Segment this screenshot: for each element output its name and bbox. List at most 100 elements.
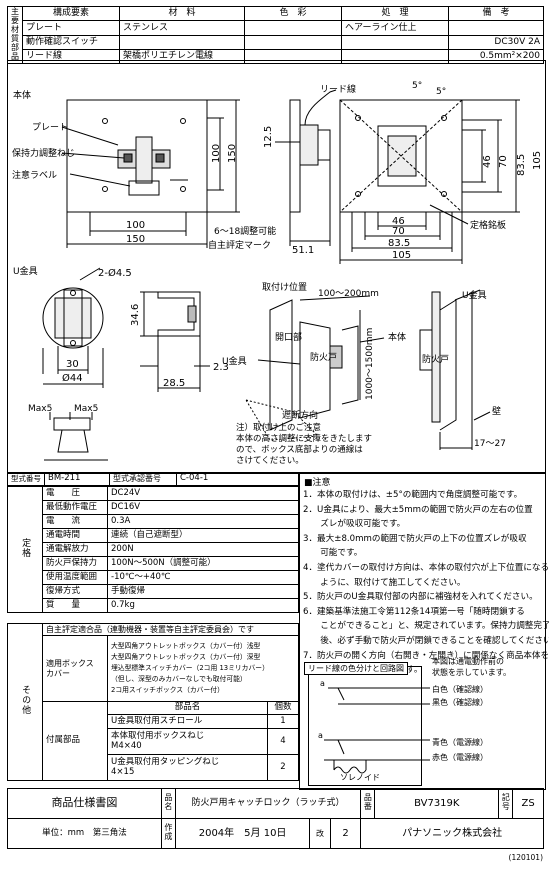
spec-key: 通電解放力 bbox=[42, 542, 108, 557]
wire-blue: 青色（電源線） bbox=[432, 738, 488, 747]
solenoid-label: ソレノイド bbox=[340, 773, 380, 782]
dim-70: 70 bbox=[392, 226, 405, 237]
dim-83-5: 83.5 bbox=[388, 238, 410, 249]
spec-value: -10℃～+40℃ bbox=[107, 570, 299, 585]
spec-value: 連続（自己遮断型） bbox=[107, 528, 299, 543]
body-label: 本体 bbox=[13, 89, 31, 101]
dim-70-vertical: 70 bbox=[498, 155, 509, 168]
note-line: 7．防火戸の開く方向（右開き・左開き）に関係なく商品本体を bbox=[303, 650, 549, 661]
angle-5-a: 5° bbox=[412, 81, 422, 91]
type-no-label: 型式番号 bbox=[7, 472, 45, 486]
ubracket-right-label: U金具 bbox=[462, 289, 487, 301]
body-short-label: 本体 bbox=[388, 331, 406, 343]
angle-5-b: 5° bbox=[436, 87, 446, 97]
lead-wire-label: リード線 bbox=[320, 83, 356, 95]
ubracket-label: U金具 bbox=[13, 265, 38, 277]
range-1000-1500: 1000～1500mm bbox=[365, 328, 375, 400]
note-line: 2．U金具により、最大±5mmの範囲で防火戸の左右の位置 bbox=[303, 504, 533, 515]
rating-plate-label: 定格銘板 bbox=[470, 219, 506, 231]
dim-34-6: 34.6 bbox=[130, 304, 141, 326]
materials-table: 主要材質部品 構成要素 材 料 色 彩 処 理 備 考 プレート ステンレス ヘ… bbox=[7, 5, 544, 65]
parts-header-count: 個数 bbox=[267, 701, 299, 715]
svg-text:a: a bbox=[318, 731, 323, 740]
ubracket-short-label: U金具 bbox=[222, 355, 247, 367]
part-name: U金具取付用タッピングねじ 4×15 bbox=[107, 754, 268, 781]
spec-value: 200N bbox=[107, 542, 299, 557]
max5-right: Max5 bbox=[74, 404, 98, 414]
opening-label: 開口部 bbox=[275, 331, 302, 343]
box-text: 大型四角アウトレットボックス（カバー付）浅型 大型四角アウトレットボックス（カバ… bbox=[107, 635, 299, 702]
caution-note: 注）取付け上のご注意 本体の高さ調整に支障をきたします ので、ボックス底部よりの… bbox=[236, 423, 373, 466]
note-line: ように、取付けて施工してください。 bbox=[303, 577, 466, 588]
other-table: その他 自主評定適合品（連動機器・装置等自主評定委員会）です 適用ボックス カバ… bbox=[7, 623, 299, 781]
spec-table: 型式番号 BM-211 型式承認番号 C-04-1 bbox=[7, 472, 299, 486]
dim-2-3: 2.3 bbox=[213, 362, 229, 373]
dim-30: 30 bbox=[66, 359, 79, 370]
box-label: 適用ボックス カバー bbox=[42, 635, 108, 702]
spec-value: 手動復帰 bbox=[107, 584, 299, 599]
fire-door-label: 防火戸 bbox=[310, 351, 337, 363]
made-date: 2004年 5月 10日 bbox=[174, 818, 311, 849]
approval-value: C-04-1 bbox=[176, 472, 299, 486]
dim-150-vertical: 150 bbox=[227, 144, 238, 163]
plate-label: プレート bbox=[32, 122, 68, 133]
spec-key: 通電時間 bbox=[42, 528, 108, 543]
part-count: 2 bbox=[267, 754, 299, 781]
note-line: 後、必ず手動で防火戸が閉鎖できることを確認してください。 bbox=[303, 635, 549, 646]
circuit-diagram: a a bbox=[318, 679, 430, 774]
note-line: 3．最大±8.0mmの範囲で防火戸の上下の位置ズレが吸収 bbox=[303, 533, 527, 544]
part-count: 1 bbox=[267, 714, 299, 729]
range-100-200: 100～200mm bbox=[318, 289, 379, 299]
gap-label: 17～27 bbox=[474, 439, 506, 449]
dim-46-vertical: 46 bbox=[482, 155, 493, 168]
doc-code: (120101) bbox=[508, 853, 543, 862]
note-line: 4．塗代カバーの取付け方向は、本体の取付穴が上下位置になる bbox=[303, 562, 549, 573]
spec-key: 最低動作電圧 bbox=[42, 500, 108, 515]
approval-label: 型式承認番号 bbox=[109, 472, 177, 486]
dim-51-1: 51.1 bbox=[292, 245, 314, 256]
notes-title: ■注意 bbox=[304, 478, 331, 488]
part-name: U金具取付用スチロール bbox=[107, 714, 268, 729]
symbol-value: ZS bbox=[512, 788, 544, 819]
spec-key: 電 流 bbox=[42, 514, 108, 529]
self-mark-label: 自主評定マーク bbox=[208, 239, 271, 251]
dim-hole: 2-Ø4.5 bbox=[98, 267, 132, 279]
technical-drawing: 本体 プレート 保持力調整ねじ 注意ラベル リード線 6～18調整可能 自主評定… bbox=[12, 81, 543, 461]
spec-key: 電 圧 bbox=[42, 486, 108, 501]
footer-table: 商品仕様書図 品名 防火戸用キャッチロック（ラッチ式） 品番 BV7319K 記… bbox=[7, 788, 544, 849]
spec-key: 使用温度範囲 bbox=[42, 570, 108, 585]
part-count: 4 bbox=[267, 728, 299, 755]
sym-label: 記号 bbox=[498, 788, 514, 819]
dim-12-5: 12.5 bbox=[263, 126, 274, 148]
plate-front-view bbox=[66, 99, 208, 213]
rev-label: 改 bbox=[309, 818, 331, 849]
name-label: 品名 bbox=[160, 788, 176, 819]
max5-left: Max5 bbox=[28, 404, 52, 414]
number-label: 品番 bbox=[360, 788, 376, 819]
dim-46: 46 bbox=[392, 216, 405, 227]
circuit-title: リード線の色分けと回路図 bbox=[304, 662, 408, 675]
dim-100-vertical: 100 bbox=[211, 144, 222, 163]
notes-list: 1．本体の取付けは、±5°の範囲内で角度調整可能です。 2．U金具により、最大±… bbox=[300, 488, 549, 678]
svg-text:a: a bbox=[320, 679, 325, 688]
adjust-screw-label: 保持力調整ねじ bbox=[12, 147, 75, 159]
part-name: 本体取付用ボックスねじ M4×40 bbox=[107, 728, 268, 755]
spec-key: 復帰方式 bbox=[42, 584, 108, 599]
dim-100-front: 100 bbox=[126, 220, 145, 231]
note-line: 可能です。 bbox=[303, 548, 363, 559]
rating-label: 定格 bbox=[7, 486, 43, 613]
spec-value: 0.3A bbox=[107, 514, 299, 529]
type-no-value: BM-211 bbox=[44, 472, 110, 486]
company-name: パナソニック株式会社 bbox=[360, 818, 544, 849]
range-adjust-label: 6～18調整可能 bbox=[214, 225, 276, 237]
note-line: 6．建築基準法施工令第112条14項第一号「随時閉鎖する bbox=[303, 606, 525, 617]
other-label: その他 bbox=[7, 623, 43, 781]
note-line: 1．本体の取付けは、±5°の範囲内で角度調整可能です。 bbox=[303, 490, 523, 500]
wire-black: 黒色（確認線） bbox=[432, 698, 488, 707]
spec-key: 防火戸保持力 bbox=[42, 556, 108, 571]
wall-label: 壁 bbox=[492, 405, 501, 417]
spec-key: 質 量 bbox=[42, 598, 108, 613]
rev-value: 2 bbox=[329, 818, 362, 849]
note-line: ことができること」と、規定されています。保持力調整完了 bbox=[303, 621, 549, 632]
